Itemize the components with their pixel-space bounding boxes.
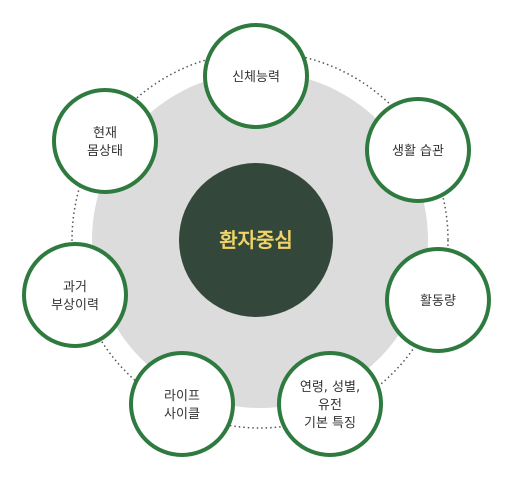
node-label: 부상이력: [51, 298, 99, 313]
node-activity: 활동량: [385, 247, 491, 353]
node-label: 생활 습관: [392, 144, 444, 159]
node-label: 신체능력: [232, 70, 280, 85]
node-label: 기본 특징: [304, 416, 356, 431]
node-circle: [277, 351, 383, 457]
node-label: 과거: [63, 280, 87, 295]
node-label: 라이프: [164, 389, 200, 404]
node-circle: [365, 97, 471, 203]
center-label: 환자중심: [219, 228, 293, 252]
node-label: 사이클: [164, 407, 200, 422]
center-circle: [179, 163, 333, 317]
node-label: 현재: [93, 126, 117, 141]
node-label: 활동량: [420, 294, 456, 309]
node-label: 유전: [318, 398, 342, 413]
node-physical: 신체능력: [203, 23, 309, 129]
node-circle: [203, 23, 309, 129]
node-habits: 생활 습관: [365, 97, 471, 203]
node-circle: [129, 351, 235, 457]
node-circle: [385, 247, 491, 353]
node-circle: [22, 242, 128, 348]
node-label: 연령, 성별,: [300, 380, 360, 395]
outer-dotted-ring: [71, 51, 449, 429]
node-label: 몸상태: [87, 144, 123, 159]
node-circle: [52, 88, 158, 194]
